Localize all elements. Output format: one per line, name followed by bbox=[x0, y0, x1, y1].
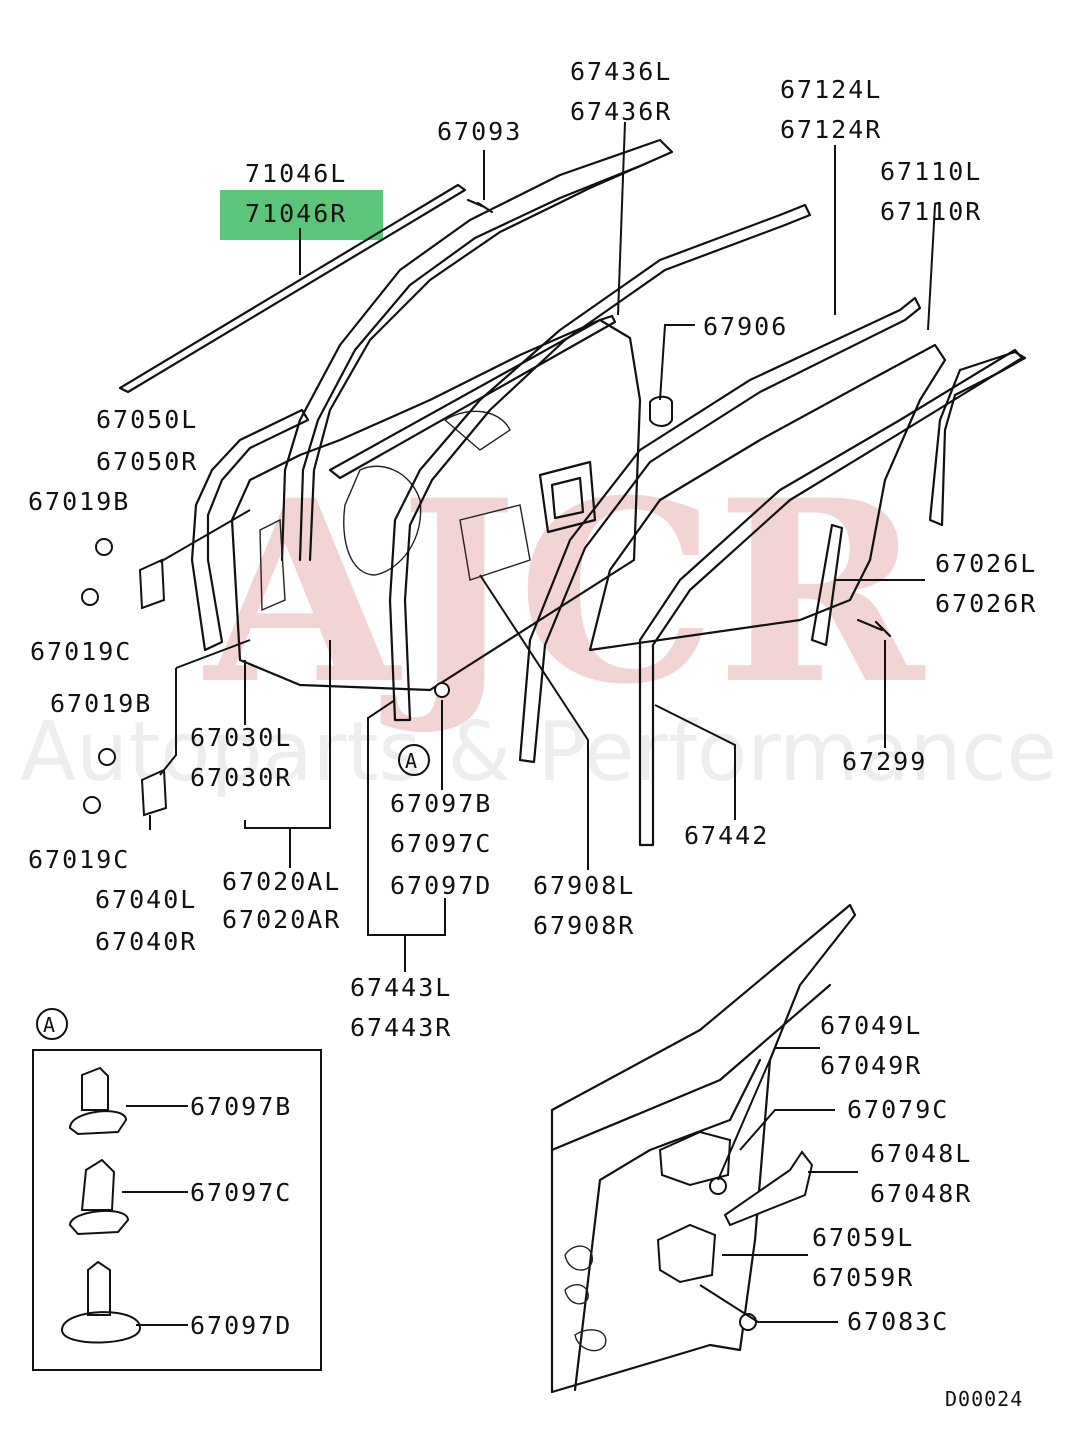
clip-67097 bbox=[434, 682, 450, 698]
door-frame-inner bbox=[298, 164, 642, 562]
label-67443L: 67443L bbox=[350, 973, 452, 1002]
bolt-67019c-1 bbox=[81, 588, 99, 606]
label-67110L: 67110L bbox=[880, 157, 982, 186]
bolt-67299 bbox=[856, 618, 892, 638]
label-71046L: 71046L bbox=[245, 159, 347, 188]
inset-door-check bbox=[723, 1150, 814, 1227]
pillar-inset: 67049L 67049R 67079C 67048L 67048R 67059… bbox=[550, 903, 972, 1394]
clip-67097D-icon bbox=[60, 1260, 142, 1344]
clip-67097B-icon bbox=[68, 1066, 128, 1136]
clip-67097C-icon bbox=[68, 1158, 130, 1236]
detail-box-a: A 67097B 67097C 67097D bbox=[32, 1008, 322, 1371]
label-67019B-lower: 67019B bbox=[50, 689, 152, 718]
label-67908R: 67908R bbox=[533, 911, 635, 940]
label-67908L: 67908L bbox=[533, 871, 635, 900]
speaker-bracket bbox=[538, 460, 597, 534]
label-71046R: 71046R bbox=[245, 199, 347, 228]
label-67040L: 67040L bbox=[95, 885, 197, 914]
label-67049L: 67049L bbox=[820, 1011, 922, 1040]
door-inner-panel bbox=[230, 318, 642, 692]
pillar-holes bbox=[564, 1245, 607, 1352]
bolt-67019b-2 bbox=[98, 748, 116, 766]
callout-a-letter: A bbox=[405, 749, 418, 773]
label-67093: 67093 bbox=[437, 117, 522, 146]
label-67124R: 67124R bbox=[780, 115, 882, 144]
label-67019B-upper: 67019B bbox=[28, 487, 130, 516]
label-67019C-upper: 67019C bbox=[30, 637, 132, 666]
door-frame bbox=[280, 138, 674, 562]
door-glass bbox=[588, 343, 947, 652]
label-67050R: 67050R bbox=[96, 447, 198, 476]
label-67906: 67906 bbox=[703, 312, 788, 341]
glass-channel bbox=[928, 350, 1027, 527]
inner-panel-holes bbox=[259, 410, 531, 612]
label-67079C: 67079C bbox=[847, 1095, 949, 1124]
door-illustration bbox=[81, 138, 1027, 847]
label-67083C: 67083C bbox=[847, 1307, 949, 1336]
highlight-71046R bbox=[220, 190, 383, 240]
bolt-67093 bbox=[466, 198, 494, 214]
outer-glass-run bbox=[638, 348, 1024, 847]
label-67049R: 67049R bbox=[820, 1051, 922, 1080]
label-67436L: 67436L bbox=[570, 57, 672, 86]
part-labels: 71046L 71046R 67093 67436L 67436R 67124L… bbox=[28, 57, 1037, 1042]
door-outer-panel bbox=[190, 408, 310, 652]
leader-lines bbox=[149, 121, 936, 972]
callout-a-main: A bbox=[398, 744, 430, 776]
label-67020AL: 67020AL bbox=[222, 867, 341, 896]
rear-sash bbox=[810, 523, 844, 647]
label-67443R: 67443R bbox=[350, 1013, 452, 1042]
detail-frame bbox=[32, 1049, 322, 1371]
pillar-inner bbox=[550, 983, 832, 1392]
label-67110R: 67110R bbox=[880, 197, 982, 226]
detail-label-67097D: 67097D bbox=[190, 1311, 292, 1340]
label-67050L: 67050L bbox=[96, 405, 198, 434]
detail-label-67097B: 67097B bbox=[190, 1092, 292, 1121]
label-67097C: 67097C bbox=[390, 829, 492, 858]
detail-label-67097C: 67097C bbox=[190, 1178, 292, 1207]
label-67097B: 67097B bbox=[390, 789, 492, 818]
glass-run-channel bbox=[328, 314, 617, 480]
watermark-logo: AJCR bbox=[203, 445, 926, 739]
label-67299: 67299 bbox=[842, 747, 927, 776]
label-67020AR: 67020AR bbox=[222, 905, 341, 934]
label-67059R: 67059R bbox=[812, 1263, 914, 1292]
label-67026L: 67026L bbox=[935, 549, 1037, 578]
detail-a-letter: A bbox=[43, 1013, 56, 1037]
label-67026R: 67026R bbox=[935, 589, 1037, 618]
lower-hinge bbox=[140, 768, 168, 817]
inset-lower-hinge bbox=[656, 1223, 717, 1284]
label-67040R: 67040R bbox=[95, 927, 197, 956]
label-67048L: 67048L bbox=[870, 1139, 972, 1168]
belt-moulding-part bbox=[118, 183, 467, 394]
grommet-67906 bbox=[649, 395, 673, 427]
label-67059L: 67059L bbox=[812, 1223, 914, 1252]
inset-upper-hinge bbox=[658, 1130, 732, 1187]
label-67030L: 67030L bbox=[190, 723, 292, 752]
label-67097D: 67097D bbox=[390, 871, 492, 900]
label-67048R: 67048R bbox=[870, 1179, 972, 1208]
label-67436R: 67436R bbox=[570, 97, 672, 126]
label-67019C-lower: 67019C bbox=[28, 845, 130, 874]
door-weatherstrip bbox=[388, 203, 812, 722]
bolt-67019c-2 bbox=[83, 796, 101, 814]
diagram-code: D00024 bbox=[945, 1387, 1023, 1411]
upper-hinge bbox=[138, 558, 166, 610]
label-67030R: 67030R bbox=[190, 763, 292, 792]
label-67442: 67442 bbox=[684, 821, 769, 850]
label-67124L: 67124L bbox=[780, 75, 882, 104]
inset-bolt-67079c bbox=[709, 1177, 727, 1195]
bolt-67019b-1 bbox=[95, 538, 113, 556]
